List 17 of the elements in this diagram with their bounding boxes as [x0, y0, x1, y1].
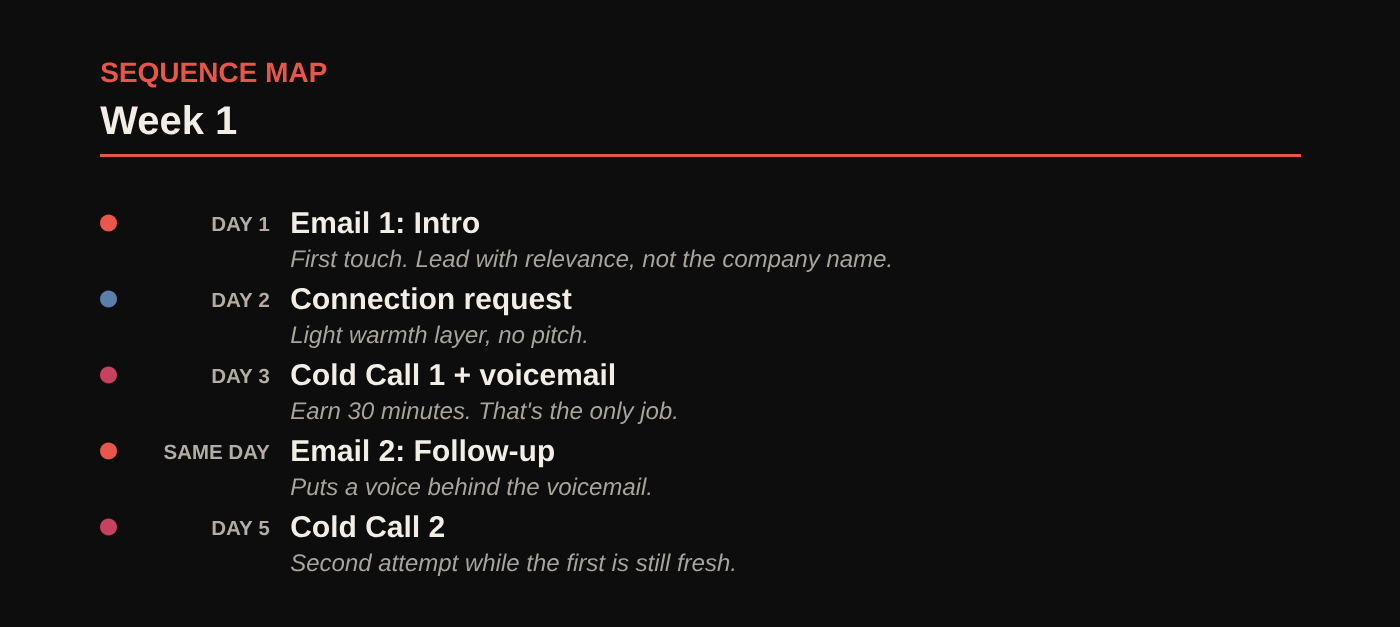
step-heading: Email 2: Follow-up	[292, 439, 554, 468]
step-description: Earn 30 minutes. That's the only job.	[290, 401, 676, 424]
eyebrow-label: SEQUENCE MAP	[101, 62, 327, 88]
day-label: DAY 5	[212, 520, 270, 536]
step-heading: Cold Call 2	[291, 515, 444, 538]
page-title: Week 1	[100, 105, 237, 135]
step-description: Second attempt while the first is still fresh.	[290, 553, 735, 576]
step-heading: Email 1: Intro	[292, 211, 480, 234]
step-description: First touch. Lead with relevance, not the company name.	[290, 249, 891, 272]
day-label: DAY 1	[212, 216, 270, 231]
step-heading: Cold Call 1 + voicemail	[291, 363, 614, 386]
step-heading: Connection request	[291, 287, 572, 316]
day-label: DAY 2	[212, 292, 269, 307]
step-description: Light warmth layer, no pitch.	[290, 325, 587, 348]
step-description: Puts a voice behind the voicemail.	[290, 477, 651, 496]
day-label: DAY 3	[212, 368, 270, 384]
day-label: SAME DAY	[164, 444, 270, 460]
